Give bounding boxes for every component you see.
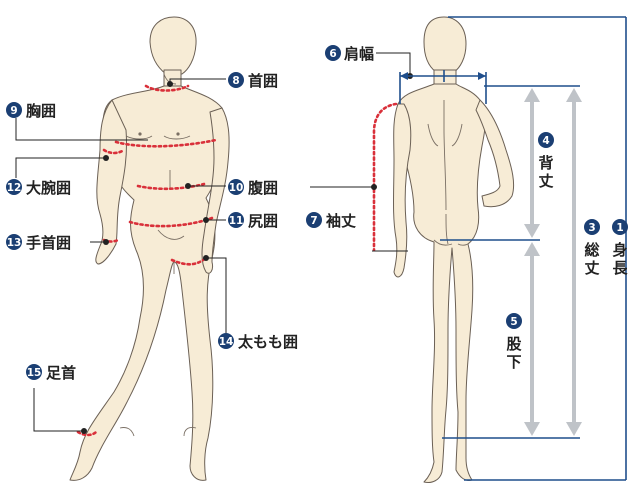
svg-text:13: 13 bbox=[7, 237, 22, 249]
svg-text:丈: 丈 bbox=[538, 172, 553, 190]
badge-15 bbox=[26, 364, 42, 380]
hip-dots bbox=[128, 216, 214, 228]
label-total-length: 3 総 丈 bbox=[584, 219, 600, 277]
neck-dots bbox=[144, 84, 190, 92]
badge-14 bbox=[218, 333, 234, 349]
badge-6 bbox=[325, 45, 341, 61]
svg-text:7: 7 bbox=[310, 215, 317, 227]
svg-text:12: 12 bbox=[7, 182, 22, 194]
svg-text:手首囲: 手首囲 bbox=[26, 234, 71, 252]
svg-text:股: 股 bbox=[506, 335, 522, 353]
label-back-length: 4 背 丈 bbox=[538, 132, 554, 190]
label-sleeve: 7 袖丈 bbox=[306, 212, 356, 230]
badge-4 bbox=[538, 132, 554, 148]
svg-text:肩幅: 肩幅 bbox=[344, 45, 374, 63]
label-wrist: 13 手首囲 bbox=[6, 234, 71, 252]
svg-text:総: 総 bbox=[584, 241, 599, 259]
badge-5 bbox=[506, 313, 522, 329]
svg-text:1: 1 bbox=[616, 222, 623, 234]
badge-1 bbox=[612, 219, 628, 235]
chest-dots bbox=[114, 138, 218, 148]
svg-text:足首: 足首 bbox=[46, 364, 76, 382]
svg-text:4: 4 bbox=[542, 135, 549, 147]
label-chest: 9 胸囲 bbox=[6, 102, 56, 120]
svg-text:腹囲: 腹囲 bbox=[248, 179, 278, 197]
svg-text:長: 長 bbox=[612, 259, 628, 277]
svg-text:5: 5 bbox=[510, 316, 517, 328]
label-neck: 8 首囲 bbox=[228, 72, 278, 90]
badge-11 bbox=[228, 212, 244, 228]
badge-13 bbox=[6, 234, 22, 250]
front-figure bbox=[69, 16, 230, 481]
badge-12 bbox=[6, 179, 22, 195]
badge-9 bbox=[6, 102, 22, 118]
label-height: 1 身 長 bbox=[612, 219, 628, 277]
svg-text:丈: 丈 bbox=[584, 259, 599, 277]
svg-text:袖丈: 袖丈 bbox=[326, 212, 356, 230]
badge-10 bbox=[228, 179, 244, 195]
label-hip: 11 尻囲 bbox=[228, 212, 278, 230]
badge-7 bbox=[306, 212, 322, 228]
label-waist: 10 腹囲 bbox=[228, 179, 278, 197]
sleeve-dots bbox=[372, 102, 398, 252]
svg-text:6: 6 bbox=[329, 48, 336, 60]
thigh-dots bbox=[170, 256, 208, 266]
svg-text:11: 11 bbox=[229, 215, 244, 227]
badge-8 bbox=[228, 72, 244, 88]
dimension-lines bbox=[399, 16, 627, 481]
svg-text:8: 8 bbox=[232, 75, 239, 87]
svg-text:尻囲: 尻囲 bbox=[248, 212, 278, 230]
waist-dots bbox=[136, 182, 206, 191]
label-inseam: 5 股 下 bbox=[506, 313, 522, 371]
svg-text:3: 3 bbox=[588, 222, 595, 234]
svg-text:大腕囲: 大腕囲 bbox=[26, 179, 71, 197]
svg-text:下: 下 bbox=[506, 353, 521, 371]
ankle-dots bbox=[76, 430, 98, 437]
svg-text:背: 背 bbox=[538, 154, 553, 172]
label-shoulder: 6 肩幅 bbox=[325, 45, 374, 63]
badge-3 bbox=[584, 219, 600, 235]
label-thigh: 14 太もも囲 bbox=[218, 333, 298, 351]
svg-text:身: 身 bbox=[612, 241, 627, 259]
svg-text:首囲: 首囲 bbox=[248, 72, 278, 90]
svg-text:9: 9 bbox=[10, 105, 17, 117]
upper-arm-dots bbox=[102, 148, 126, 155]
label-upper-arm: 12 大腕囲 bbox=[6, 179, 71, 197]
back-figure bbox=[393, 16, 515, 483]
svg-text:10: 10 bbox=[229, 182, 244, 194]
svg-text:14: 14 bbox=[219, 336, 234, 348]
svg-text:15: 15 bbox=[27, 367, 42, 379]
svg-text:太もも囲: 太もも囲 bbox=[238, 333, 298, 351]
label-ankle: 15 足首 bbox=[26, 364, 76, 382]
leader-lines bbox=[15, 52, 413, 434]
svg-text:胸囲: 胸囲 bbox=[26, 102, 56, 120]
